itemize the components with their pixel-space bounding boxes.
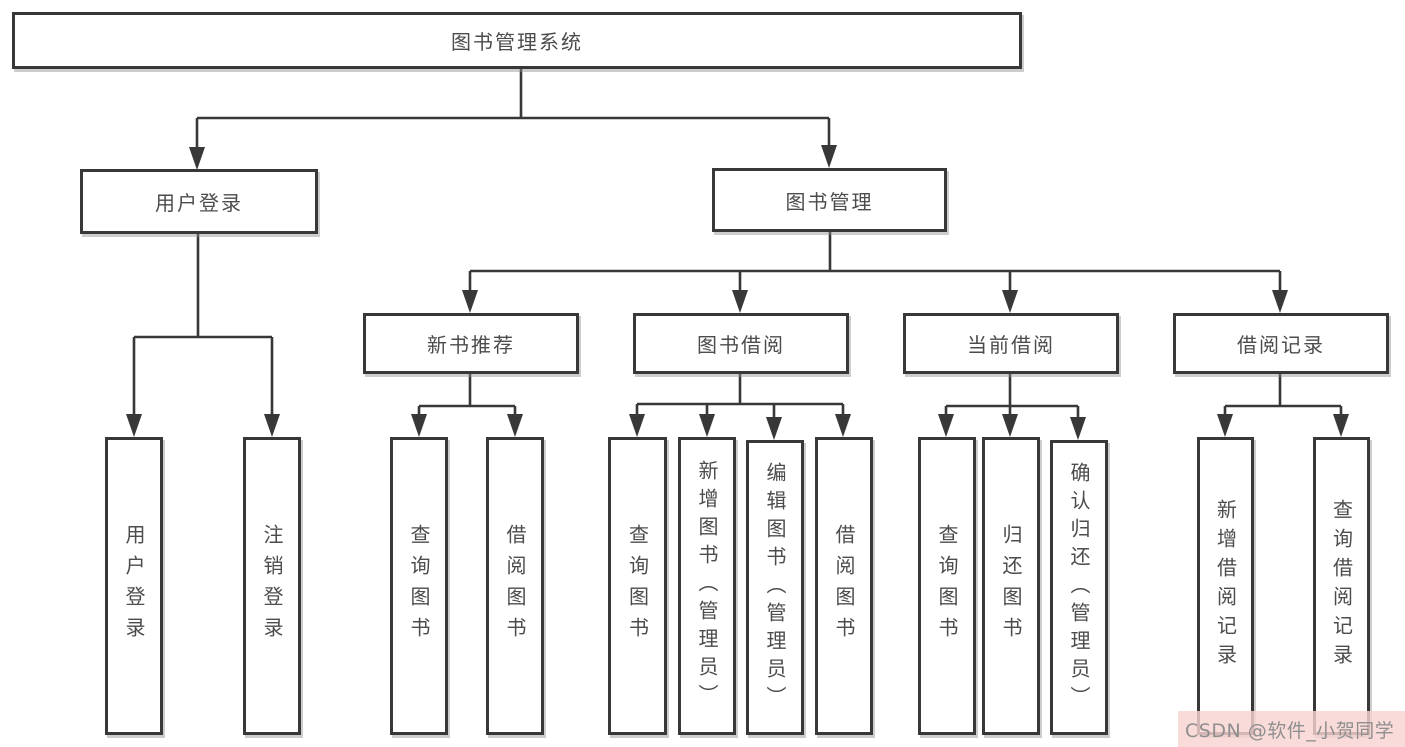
leaf-edit-books-admin-label: 编辑图书（管理员） — [763, 461, 787, 714]
arrowhead-b1 — [411, 414, 427, 437]
arrowhead-borrow-records — [1272, 290, 1288, 313]
arrowhead-e1 — [1217, 414, 1233, 437]
node-borrow-records: 借阅记录 — [1173, 313, 1389, 374]
arrowhead-current-borrow — [1002, 290, 1018, 313]
connector-root-split — [195, 69, 831, 149]
arrowhead-d3 — [1070, 417, 1086, 440]
leaf-borrow-query-books-label: 查询图书 — [625, 524, 650, 648]
watermark: CSDN @软件_小贺同学 — [1178, 711, 1405, 747]
leaf-current-query-books-label: 查询图书 — [935, 524, 959, 648]
node-book-borrow: 图书借阅 — [633, 313, 849, 374]
leaf-rec-borrow-books: 借阅图书 — [486, 437, 544, 735]
leaf-borrow-borrow-books: 借阅图书 — [815, 437, 873, 735]
node-user-login-branch: 用户登录 — [80, 169, 318, 234]
leaf-add-books-admin-label: 新增图书（管理员） — [695, 460, 719, 712]
node-root: 图书管理系统 — [12, 12, 1022, 69]
arrowhead-book-borrow — [732, 290, 748, 313]
leaf-borrow-query-books: 查询图书 — [608, 437, 667, 735]
arrowhead-user-login — [189, 147, 205, 170]
connector-user-login-split — [132, 234, 274, 416]
node-user-login-branch-label: 用户登录 — [155, 191, 243, 215]
leaf-user-login: 用户登录 — [105, 437, 163, 735]
leaf-add-borrow-record-label: 新增借阅记录 — [1213, 499, 1238, 673]
arrowhead-book-mgmt — [821, 145, 837, 168]
node-borrow-records-label: 借阅记录 — [1237, 333, 1325, 357]
leaf-add-books-admin: 新增图书（管理员） — [678, 437, 736, 735]
arrowhead-d1 — [938, 414, 954, 437]
leaf-rec-query-books: 查询图书 — [390, 437, 448, 735]
node-new-book-rec: 新书推荐 — [363, 313, 579, 374]
arrowhead-c2 — [699, 414, 715, 437]
watermark-text: CSDN @软件_小贺同学 — [1185, 719, 1395, 742]
node-current-borrow-label: 当前借阅 — [967, 333, 1055, 357]
connector-new-book-rec-split — [417, 374, 517, 416]
arrowhead-c3 — [766, 417, 782, 440]
node-book-mgmt-branch: 图书管理 — [712, 168, 947, 232]
connector-current-borrow-split — [944, 374, 1080, 418]
leaf-logout: 注销登录 — [243, 437, 301, 735]
arrowhead-d2 — [1002, 414, 1018, 437]
arrowhead-e2 — [1333, 414, 1349, 437]
leaf-logout-label: 注销登录 — [260, 524, 284, 648]
arrowhead-b2 — [507, 414, 523, 437]
leaf-rec-borrow-books-label: 借阅图书 — [503, 524, 527, 648]
arrowhead-leaf-logout — [264, 414, 280, 437]
node-book-borrow-label: 图书借阅 — [697, 333, 785, 357]
leaf-add-borrow-record: 新增借阅记录 — [1197, 437, 1254, 735]
leaf-edit-books-admin: 编辑图书（管理员） — [746, 440, 804, 735]
node-root-label: 图书管理系统 — [451, 30, 583, 54]
arrowhead-c4 — [835, 414, 851, 437]
connector-book-borrow-split — [635, 374, 845, 418]
leaf-borrow-borrow-books-label: 借阅图书 — [832, 524, 856, 648]
node-new-book-rec-label: 新书推荐 — [427, 333, 515, 357]
arrowhead-new-book-rec — [462, 290, 478, 313]
leaf-query-borrow-record: 查询借阅记录 — [1313, 437, 1370, 735]
leaf-confirm-return-admin-label: 确认归还（管理员） — [1067, 461, 1091, 714]
arrowhead-leaf-user-login — [126, 414, 142, 437]
node-current-borrow: 当前借阅 — [903, 313, 1119, 374]
leaf-query-borrow-record-label: 查询借阅记录 — [1329, 499, 1354, 673]
connector-book-mgmt-split — [468, 232, 1282, 292]
leaf-confirm-return-admin: 确认归还（管理员） — [1050, 440, 1108, 735]
leaf-current-query-books: 查询图书 — [918, 437, 976, 735]
leaf-user-login-label: 用户登录 — [122, 524, 146, 648]
node-book-mgmt-branch-label: 图书管理 — [785, 189, 874, 214]
leaf-return-books: 归还图书 — [982, 437, 1040, 735]
leaf-return-books-label: 归还图书 — [999, 524, 1023, 648]
connector-borrow-records-split — [1223, 374, 1343, 416]
leaf-rec-query-books-label: 查询图书 — [407, 524, 431, 648]
arrowhead-c1 — [629, 414, 645, 437]
